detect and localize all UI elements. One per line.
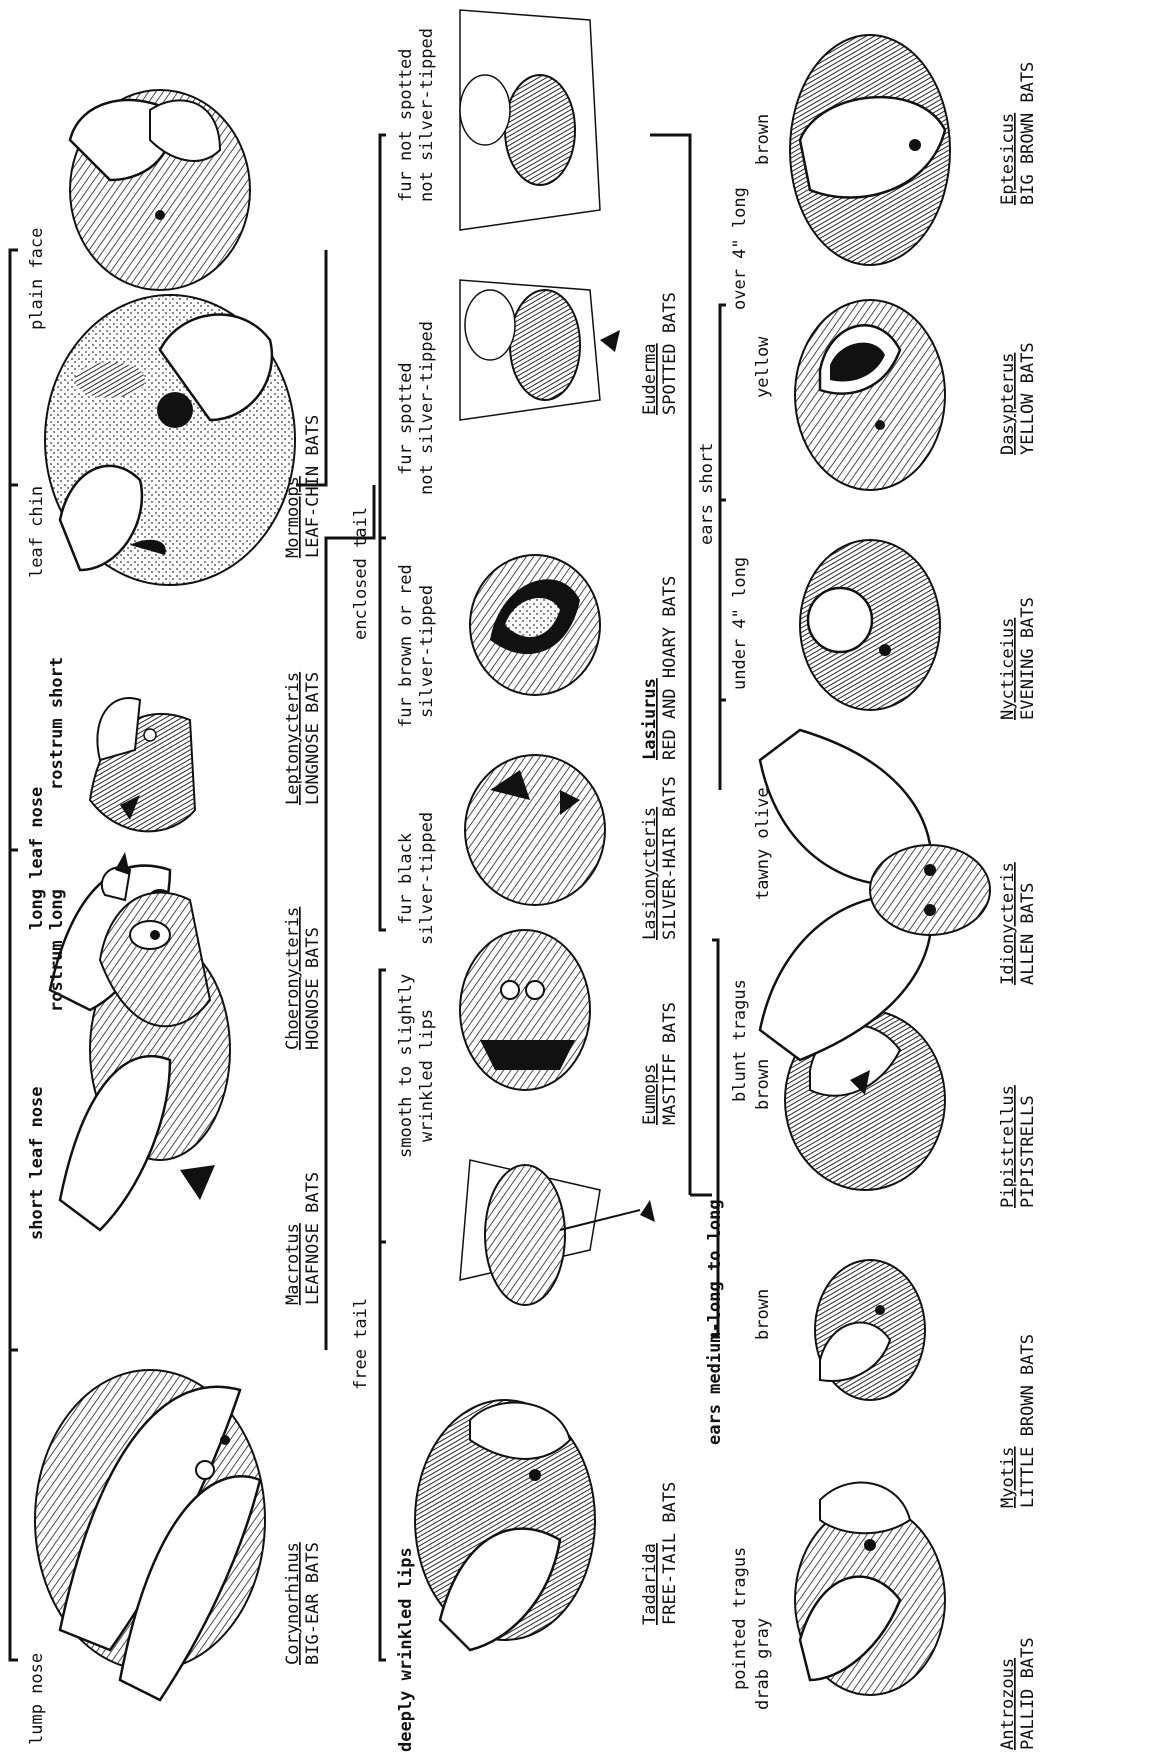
common-mormoops: LEAF-CHIN BATS — [303, 415, 323, 558]
common-corynorhinus: BIG-EAR BATS — [303, 1542, 323, 1665]
bat-head-lump-nose-icon — [35, 1370, 265, 1700]
label-enclosed-tail: enclosed tail — [351, 507, 371, 640]
genus-myotis: Myotis — [998, 1447, 1018, 1508]
label-over-4-long: over 4" long — [730, 187, 750, 310]
genus-euderma: Euderma — [640, 343, 660, 415]
genus-choeronycteris: Choeronycteris — [283, 907, 303, 1050]
common-euderma: SPOTTED BATS — [660, 292, 680, 415]
bat-head-nycticeius-icon — [800, 540, 940, 710]
label-brown-eptesicus: brown — [753, 114, 773, 165]
genus-lasionycteris: Lasionycteris — [640, 807, 660, 940]
bat-head-leaf-chin-icon — [45, 295, 295, 585]
genus-leptonycteris: Leptonycteris — [283, 672, 303, 805]
bat-head-black-silver-tipped-icon — [465, 755, 605, 905]
common-eumops: MASTIFF BATS — [660, 1002, 680, 1125]
common-lasionycteris: SILVER-HAIR BATS — [660, 776, 680, 940]
label-fur-brown-red-line2: silver-tipped — [417, 585, 437, 718]
bat-head-tawny-olive-icon — [760, 730, 990, 1060]
genus-antrozous: Antrozous — [998, 1658, 1018, 1750]
bat-body-free-tail-icon — [460, 1160, 655, 1305]
label-short-leaf-nose: short leaf nose — [27, 1086, 47, 1240]
common-myotis: LITTLE BROWN BATS — [1018, 1334, 1038, 1508]
genus-tadarida: Tadarida — [640, 1543, 660, 1625]
label-smooth-lips-line2: wrinkled lips — [417, 1009, 437, 1142]
bat-body-not-spotted-icon — [460, 10, 600, 230]
label-ears-short: ears short — [697, 443, 717, 545]
label-free-tail: free tail — [351, 1298, 371, 1390]
label-brown-pipistrellus: brown — [753, 1059, 773, 1110]
genus-pipistrellus: Pipistrellus — [998, 1085, 1018, 1208]
genus-lasiurus: Lasiurus — [640, 678, 660, 760]
genus-macrotus: Macrotus — [283, 1223, 303, 1305]
common-leptonycteris: LONGNOSE BATS — [303, 672, 323, 805]
genus-corynorhinus: Corynorhinus — [283, 1542, 303, 1665]
genus-mormoops: Mormoops — [283, 476, 303, 558]
label-drab-gray: drab gray — [753, 1618, 773, 1710]
genus-eptesicus: Eptesicus — [998, 113, 1018, 205]
label-deeply-wrinkled-lips: deeply wrinkled lips — [396, 1547, 416, 1752]
bat-body-spotted-icon — [460, 280, 620, 420]
bat-head-rostrum-short-icon — [90, 698, 195, 831]
common-nycticeius: EVENING BATS — [1018, 597, 1038, 720]
label-yellow: yellow — [753, 336, 773, 398]
label-ears-medium-long: ears medium-long to long — [705, 1199, 725, 1445]
label-under-4-long: under 4" long — [730, 557, 750, 690]
bat-head-plain-face-icon — [70, 90, 250, 290]
label-fur-spotted-line1: fur spotted — [396, 362, 416, 475]
bat-head-smooth-lips-icon — [460, 930, 590, 1090]
label-fur-black-line1: fur black — [396, 833, 416, 925]
genus-dasypterus: Dasypterus — [998, 353, 1018, 455]
label-fur-spotted-line2: not silver-tipped — [417, 321, 437, 495]
label-lump-nose: lump nose — [27, 1653, 47, 1745]
bat-head-drab-gray-icon — [795, 1483, 945, 1695]
label-rostrum-short: rostrum short — [47, 657, 67, 790]
label-fur-black-line2: silver-tipped — [417, 812, 437, 945]
bat-head-eptesicus-icon — [790, 35, 950, 265]
label-fur-not-spotted-line2: not silver-tipped — [417, 28, 437, 202]
label-fur-not-spotted-line1: fur not spotted — [396, 48, 416, 202]
common-dasypterus: YELLOW BATS — [1018, 342, 1038, 455]
common-lasiurus: RED AND HOARY BATS — [660, 576, 680, 760]
label-blunt-tragus: blunt tragus — [730, 979, 750, 1102]
label-brown-myotis: brown — [753, 1289, 773, 1340]
label-leaf-chin: leaf chin — [27, 486, 47, 578]
label-plain-face: plain face — [27, 228, 47, 330]
label-smooth-lips-line1: smooth to slightly — [396, 974, 416, 1158]
bat-head-dasypterus-icon — [795, 300, 945, 490]
label-rostrum-long: rostrum long — [47, 889, 67, 1012]
label-pointed-tragus: pointed tragus — [730, 1547, 750, 1690]
common-eptesicus: BIG BROWN BATS — [1018, 62, 1038, 205]
genus-idionycteris: Idionycteris — [998, 862, 1018, 985]
genus-eumops: Eumops — [640, 1064, 660, 1125]
common-macrotus: LEAFNOSE BATS — [303, 1172, 323, 1305]
common-choeronycteris: HOGNOSE BATS — [303, 927, 323, 1050]
common-pipistrellus: PIPISTRELLS — [1018, 1095, 1038, 1208]
genus-nycticeius: Nycticeius — [998, 618, 1018, 720]
bat-head-myotis-icon — [815, 1260, 925, 1400]
common-antrozous: PALLID BATS — [1018, 1637, 1038, 1750]
bat-head-brown-red-silver-tipped-icon — [470, 555, 600, 695]
bat-head-deeply-wrinkled-lips-icon — [415, 1400, 595, 1650]
label-long-leaf-nose: long leaf nose — [27, 787, 47, 930]
label-tawny-olive: tawny olive — [753, 787, 773, 900]
label-fur-brown-red-line1: fur brown or red — [396, 564, 416, 728]
common-tadarida: FREE-TAIL BATS — [660, 1482, 680, 1625]
common-idionycteris: ALLEN BATS — [1018, 883, 1038, 985]
